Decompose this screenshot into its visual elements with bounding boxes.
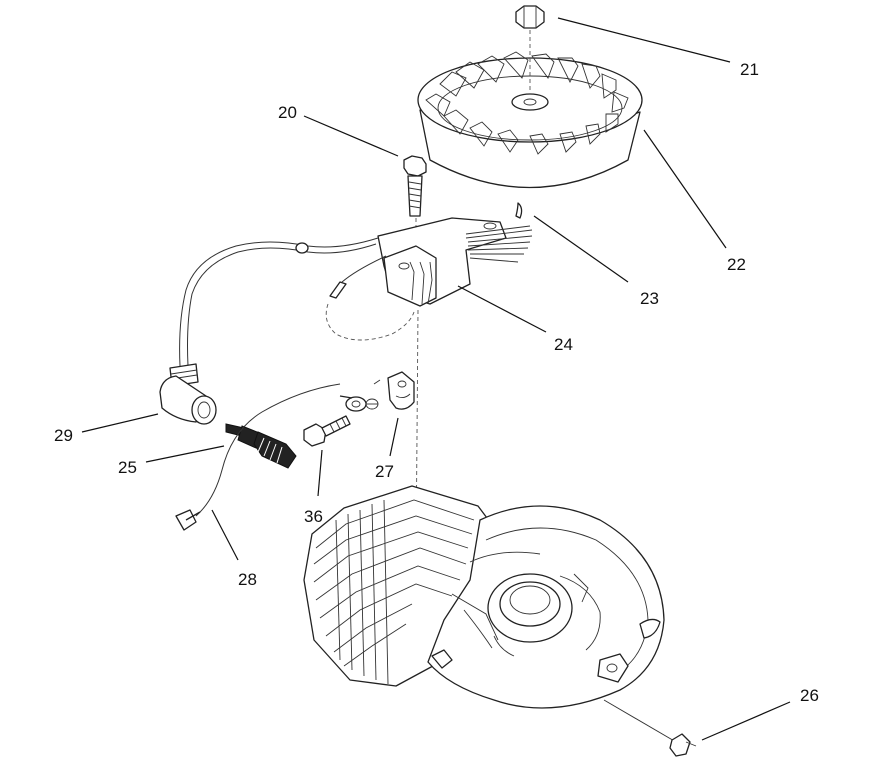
callout-21: 21 [740, 60, 759, 79]
spark-plug [225, 423, 297, 469]
leader-36 [317, 449, 323, 497]
leader-29 [81, 413, 159, 433]
leader-28 [211, 509, 239, 561]
flywheel-nut [515, 5, 545, 92]
callout-25: 25 [118, 458, 137, 477]
leader-25 [145, 445, 225, 463]
callout-27: 27 [375, 462, 394, 481]
wire-clip [373, 371, 415, 410]
ground-screw [303, 415, 351, 447]
callout-36: 36 [304, 507, 323, 526]
leader-20 [303, 115, 399, 157]
callout-20: 20 [278, 103, 297, 122]
callout-22: 22 [727, 255, 746, 274]
engine-block [303, 485, 665, 709]
callout-29: 29 [54, 426, 73, 445]
callout-28: 28 [238, 570, 257, 589]
callout-23: 23 [640, 289, 659, 308]
leader-22 [643, 129, 727, 249]
ground-wire [175, 383, 379, 531]
spark-plug-wire [159, 237, 379, 425]
housing-screw [603, 699, 697, 757]
callout-24: 24 [554, 335, 573, 354]
ignition-coil [325, 217, 533, 341]
leader-26 [701, 701, 791, 741]
callout-26: 26 [800, 686, 819, 705]
leader-21 [557, 17, 731, 63]
leader-24 [457, 285, 547, 333]
leader-23 [533, 215, 629, 283]
flywheel-key [515, 202, 523, 219]
leader-27 [389, 417, 399, 457]
